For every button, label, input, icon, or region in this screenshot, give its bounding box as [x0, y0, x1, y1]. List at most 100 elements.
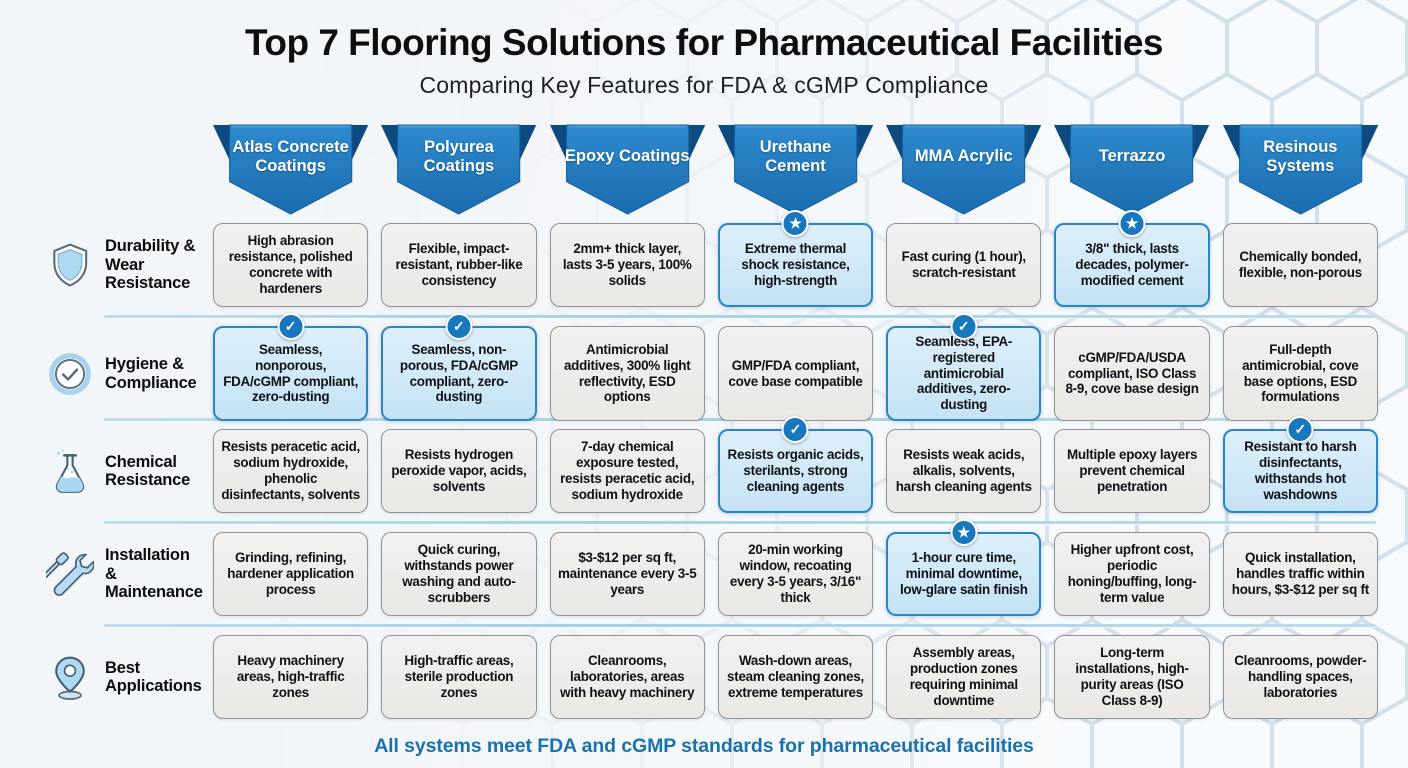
column-header-label: Urethane Cement: [759, 137, 832, 175]
check-badge-icon: ✓: [1286, 416, 1314, 443]
feature-cell-text: 20-min working window, recoating every 3…: [729, 542, 862, 605]
feature-cell-text: GMP/FDA compliant, cove base compatible: [728, 357, 863, 389]
banner-ribbon-shape: [213, 124, 369, 215]
feature-cell: Resists hydrogen peroxide vapor, acids, …: [381, 429, 537, 513]
column-header-label: MMA Acrylic: [914, 147, 1013, 166]
column-header-label: Terrazzo: [1098, 147, 1166, 166]
column-header-label: Resinous Systems: [1263, 137, 1338, 175]
feature-cell: Cleanrooms, powder-handling spaces, labo…: [1222, 635, 1378, 719]
row-header-label: Installation & Maintenance: [105, 546, 203, 602]
check-badge-icon: ✓: [781, 416, 809, 443]
shield-icon: [46, 241, 94, 289]
feature-cell-text: Assembly areas, production zones requiri…: [909, 645, 1018, 708]
feature-cell-text: Seamless, non-porous, FDA/cGMP compliant…: [399, 341, 518, 405]
feature-cell-text: 3/8" thick, lasts decades, polymer-modif…: [1075, 241, 1189, 288]
feature-cell-text: Seamless, EPA-registered antimicrobial a…: [915, 334, 1013, 413]
banner-ribbon-shape: [886, 124, 1042, 215]
tools-icon: [38, 550, 95, 598]
column-header-3: Epoxy Coatings: [549, 123, 705, 215]
feature-cell: Full-depth antimicrobial, cove base opti…: [1222, 326, 1378, 422]
tools-icon: [38, 552, 95, 596]
feature-cell-text: 2mm+ thick layer, lasts 3-5 years, 100% …: [562, 241, 692, 288]
row-separator: [104, 624, 1376, 627]
row-header: Best Applications: [32, 635, 202, 719]
row-separator: [104, 315, 1376, 318]
comparison-table-body: Durability & Wear Resistance High abrasi…: [18, 210, 1390, 719]
feature-cell-text: Long-term installations, high-purity are…: [1075, 645, 1189, 708]
feature-cell-text: Extreme thermal shock resistance, high-s…: [741, 241, 850, 288]
feature-cell: Resists organic acids, sterilants, stron…: [717, 416, 874, 513]
feature-cell: High abrasion resistance, polished concr…: [213, 223, 369, 307]
column-headers-spacer: [32, 123, 200, 215]
feature-cell: 1-hour cure time, minimal downtime, low-…: [886, 519, 1042, 616]
feature-cell-text: 1-hour cure time, minimal downtime, low-…: [899, 550, 1028, 597]
feature-cell-text: Resists organic acids, sterilants, stron…: [727, 447, 864, 494]
feature-cell: Extreme thermal shock resistance, high-s…: [717, 210, 874, 307]
feature-cell: Resists peracetic acid, sodium hydroxide…: [213, 429, 369, 513]
location-pin-icon: [55, 656, 85, 700]
feature-cell: High-traffic areas, sterile production z…: [381, 635, 537, 719]
footer-note: All systems meet FDA and cGMP standards …: [374, 735, 1034, 757]
column-header-label: Polyurea Coatings: [423, 137, 495, 175]
table-row-5: Best Applications Heavy machinery areas,…: [18, 635, 1390, 719]
feature-cell: Resistant to harsh disinfectants, withst…: [1222, 416, 1378, 513]
feature-cell: Long-term installations, high-purity are…: [1054, 635, 1210, 719]
star-badge-icon: ★: [781, 210, 809, 237]
row-header-label: Chemical Resistance: [105, 452, 191, 489]
feature-cell-text: Resistant to harsh disinfectants, withst…: [1244, 439, 1357, 502]
feature-cell-text: Flexible, impact-resistant, rubber-like …: [395, 241, 523, 288]
feature-cell: $3-$12 per sq ft, maintenance every 3-5 …: [549, 532, 705, 616]
feature-cell-text: $3-$12 per sq ft, maintenance every 3-5 …: [558, 550, 697, 597]
feature-cell: Multiple epoxy layers prevent chemical p…: [1054, 429, 1210, 513]
feature-cell: 20-min working window, recoating every 3…: [717, 532, 874, 616]
column-header-4: Urethane Cement: [717, 123, 874, 215]
table-row-1: Durability & Wear Resistance High abrasi…: [18, 210, 1390, 307]
feature-cell: Cleanrooms, laboratories, areas with hea…: [549, 635, 705, 719]
feature-cell: Seamless, nonporous, FDA/cGMP compliant,…: [213, 313, 369, 422]
feature-cell-text: High abrasion resistance, polished concr…: [228, 233, 353, 296]
feature-cell: Chemically bonded, flexible, non-porous: [1222, 223, 1378, 307]
flask-icon: [46, 447, 94, 495]
location-pin-icon: [46, 653, 94, 701]
feature-cell: Wash-down areas, steam cleaning zones, e…: [717, 635, 874, 719]
check-circle-icon: [46, 350, 94, 398]
column-header-5: MMA Acrylic: [886, 123, 1042, 215]
feature-cell: GMP/FDA compliant, cove base compatible: [717, 326, 874, 422]
banner-ribbon-shape: [1054, 124, 1210, 215]
table-row-4: Installation & Maintenance Grinding, ref…: [18, 519, 1390, 616]
feature-cell-text: Higher upfront cost, periodic honing/buf…: [1067, 542, 1197, 605]
feature-cell: Seamless, EPA-registered antimicrobial a…: [886, 313, 1042, 422]
star-badge-icon: ★: [950, 519, 978, 546]
feature-cell: 2mm+ thick layer, lasts 3-5 years, 100% …: [549, 223, 705, 307]
feature-cell: Flexible, impact-resistant, rubber-like …: [381, 223, 537, 307]
check-badge-icon: ✓: [277, 313, 305, 340]
feature-cell: 3/8" thick, lasts decades, polymer-modif…: [1054, 210, 1210, 307]
feature-cell: cGMP/FDA/USDA compliant, ISO Class 8-9, …: [1054, 326, 1210, 422]
star-badge-icon: ★: [1118, 210, 1146, 237]
feature-cell-text: Cleanrooms, laboratories, areas with hea…: [560, 653, 695, 700]
column-header-2: Polyurea Coatings: [381, 123, 537, 215]
feature-cell-text: 7-day chemical exposure tested, resists …: [560, 439, 695, 502]
feature-cell-text: Fast curing (1 hour), scratch-resistant: [901, 249, 1026, 280]
feature-cell-text: Quick installation, handles traffic with…: [1231, 550, 1369, 597]
feature-cell-text: Full-depth antimicrobial, cove base opti…: [1242, 341, 1359, 405]
row-header: Chemical Resistance: [32, 429, 200, 513]
check-badge-icon: ✓: [445, 313, 473, 340]
feature-cell: 7-day chemical exposure tested, resists …: [549, 429, 705, 513]
feature-cell-text: Cleanrooms, powder-handling spaces, labo…: [1234, 653, 1367, 700]
feature-cell: Fast curing (1 hour), scratch-resistant: [886, 223, 1042, 307]
feature-cell: Higher upfront cost, periodic honing/buf…: [1054, 532, 1210, 616]
row-header: Durability & Wear Resistance: [32, 223, 200, 307]
feature-cell-text: Wash-down areas, steam cleaning zones, e…: [727, 653, 864, 700]
page-subtitle: Comparing Key Features for FDA & cGMP Co…: [419, 72, 989, 98]
feature-cell: Heavy machinery areas, high-traffic zone…: [213, 635, 369, 719]
feature-cell: Resists weak acids, alkalis, solvents, h…: [886, 429, 1042, 513]
feature-cell-text: High-traffic areas, sterile production z…: [404, 653, 514, 700]
feature-cell-text: Grinding, refining, hardener application…: [227, 550, 354, 597]
feature-cell-text: Resists peracetic acid, sodium hydroxide…: [221, 439, 360, 502]
banner-ribbon-shape: [717, 124, 874, 215]
feature-cell: Seamless, non-porous, FDA/cGMP compliant…: [381, 313, 537, 422]
shield-icon: [53, 243, 88, 287]
table-row-2: Hygiene & Compliance Seamless, nonporous…: [18, 313, 1390, 422]
